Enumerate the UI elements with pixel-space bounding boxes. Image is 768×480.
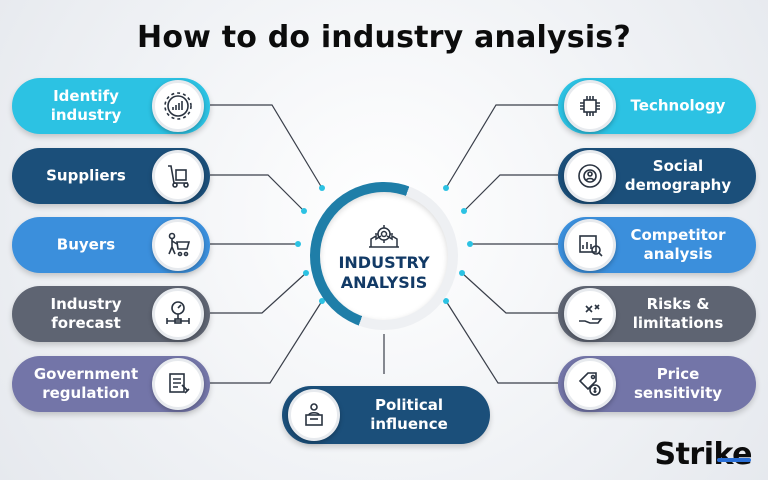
brand-logo: Strike <box>654 437 752 472</box>
connector-industry-forecast <box>210 272 307 314</box>
brand-logo-accent <box>717 458 751 462</box>
item-label: Industry forecast <box>50 295 122 332</box>
chart-magnifier-icon <box>564 219 616 271</box>
item-label: Political influence <box>370 396 448 433</box>
connector-technology <box>445 104 558 189</box>
connector-identify-industry <box>210 104 323 189</box>
item-label: Identify industry <box>50 87 122 124</box>
item-social-demography: Social demography <box>558 148 756 204</box>
item-label: Suppliers <box>46 166 126 185</box>
item-competitor-analysis: Competitor analysis <box>558 217 756 273</box>
item-risks-limitations: Risks & limitations <box>558 286 756 342</box>
center-label-line2: ANALYSIS <box>340 273 428 292</box>
item-label: Competitor analysis <box>630 226 726 263</box>
hand-risk-icon <box>564 288 616 340</box>
item-suppliers: Suppliers <box>12 148 210 204</box>
connector-government-regulation <box>210 300 323 384</box>
item-industry-forecast: Industry forecast <box>12 286 210 342</box>
regulation-document-icon <box>152 358 204 410</box>
center-label-line1: INDUSTRY <box>338 253 430 272</box>
page-title: How to do industry analysis? <box>137 20 631 55</box>
chip-circuit-icon <box>564 80 616 132</box>
item-government-regulation: Government regulation <box>12 356 210 412</box>
connector-social-demography <box>463 174 558 212</box>
gear-chart-icon <box>152 80 204 132</box>
item-technology: Technology <box>558 78 756 134</box>
hand-truck-icon <box>152 150 204 202</box>
item-label: Government regulation <box>33 365 139 402</box>
shopping-cart-person-icon <box>152 219 204 271</box>
item-label: Social demography <box>624 157 732 194</box>
people-target-icon <box>564 150 616 202</box>
center-hub: INDUSTRY ANALYSIS <box>320 192 448 320</box>
gauge-pipeline-icon <box>152 288 204 340</box>
item-identify-industry: Identify industry <box>12 78 210 134</box>
item-label: Risks & limitations <box>632 295 724 332</box>
item-price-sensitivity: Price sensitivity <box>558 356 756 412</box>
item-label: Buyers <box>56 235 116 254</box>
podium-speaker-icon <box>288 389 340 441</box>
item-buyers: Buyers <box>12 217 210 273</box>
factory-gear-icon <box>369 225 399 248</box>
connector-suppliers <box>210 174 305 212</box>
item-label: Technology <box>630 96 726 115</box>
item-label: Price sensitivity <box>633 365 723 402</box>
connector-price-sensitivity <box>445 300 558 384</box>
item-political-influence: Political influence <box>282 386 490 444</box>
connector-risks-limitations <box>461 272 558 314</box>
price-tag-icon <box>564 358 616 410</box>
